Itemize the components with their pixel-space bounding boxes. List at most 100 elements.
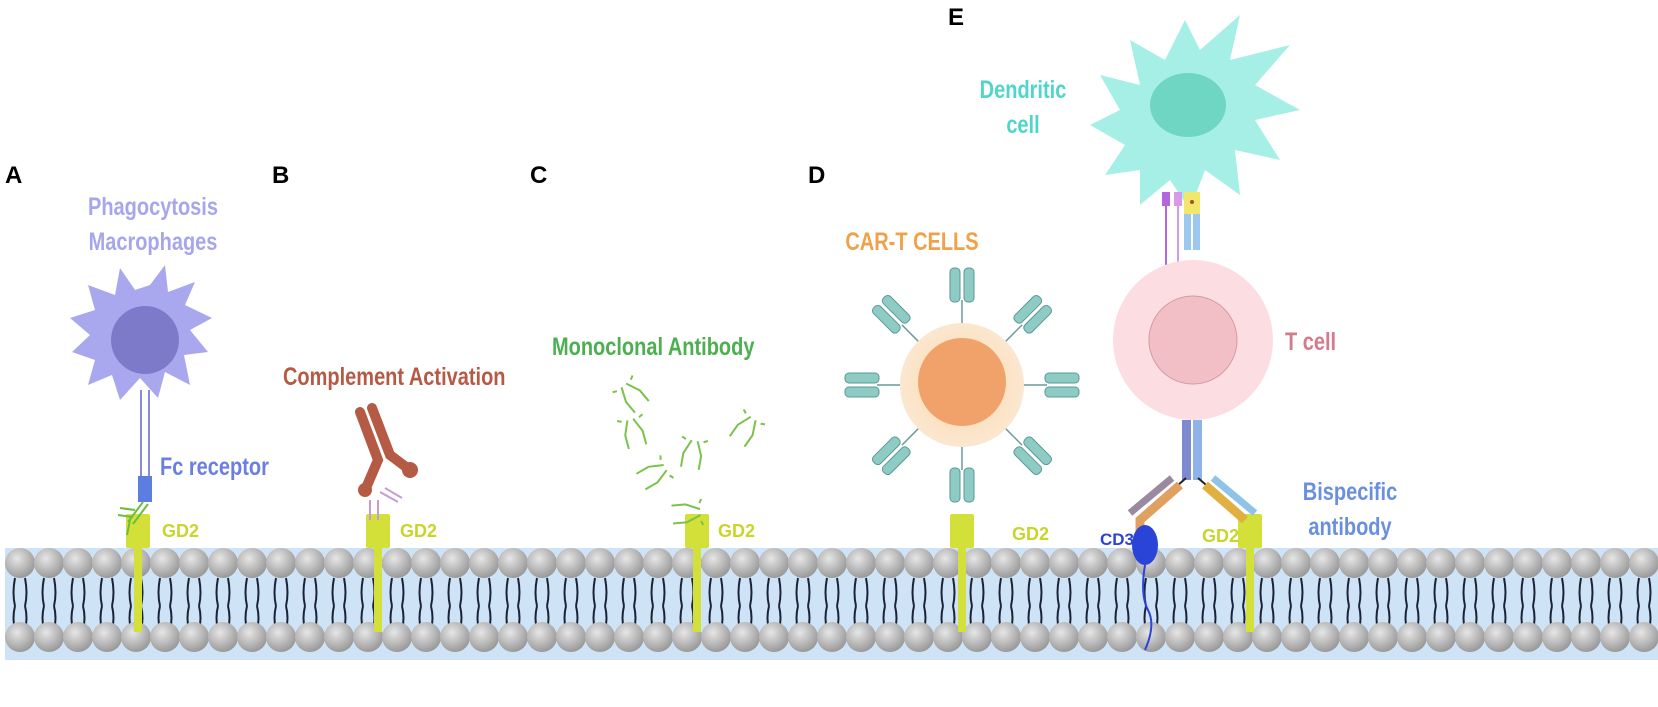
lipid-head (1165, 548, 1195, 578)
cd3-label: CD3 (1100, 530, 1134, 549)
lipid-head (1455, 622, 1485, 652)
lipid-head (1020, 622, 1050, 652)
lipid-tail (302, 577, 318, 631)
lipid-tail (1259, 577, 1275, 631)
lipid-head (1107, 622, 1137, 652)
panel-label-d: D (808, 162, 825, 189)
lipid-head (759, 622, 789, 652)
lipid-head (150, 622, 180, 652)
lipid-head (5, 548, 35, 578)
lipid-head (991, 548, 1021, 578)
car-receptor-icon (844, 372, 900, 398)
gd2-label: GD2 (400, 521, 437, 541)
lipid-tail (795, 577, 811, 631)
macrophages-label: Macrophages (89, 228, 218, 256)
lipid-head (1339, 548, 1369, 578)
lipid-head (1397, 548, 1427, 578)
lipid-tail (476, 577, 492, 631)
lipid-head (34, 548, 64, 578)
car-receptor-icon (1005, 294, 1053, 342)
lipid-head (266, 548, 296, 578)
monoclonal-antibody-label: Monoclonal Antibody (552, 333, 755, 361)
gd2-receptor-icon (366, 514, 390, 548)
dendritic-label-line2: cell (1006, 111, 1039, 139)
lipid-head (382, 622, 412, 652)
lipid-tail (1375, 577, 1391, 631)
gd2-stem (134, 540, 142, 632)
car-t-cell (844, 267, 1080, 503)
lipid-head (121, 622, 151, 652)
lipid-head (846, 548, 876, 578)
lipid-head (92, 622, 122, 652)
lipid-head (1252, 548, 1282, 578)
lipid-tail (1462, 577, 1478, 631)
lipid-head (962, 548, 992, 578)
lipid-tail (12, 577, 28, 631)
panel-label-c: C (530, 162, 547, 189)
antibody-icon (671, 498, 705, 526)
lipid-tail (273, 577, 289, 631)
lipid-head (730, 622, 760, 652)
lipid-head (295, 548, 325, 578)
lipid-tail (1346, 577, 1362, 631)
lipid-head (1629, 622, 1658, 652)
lipid-head (5, 622, 35, 652)
macrophage-nucleus (111, 306, 179, 374)
lipid-tail (853, 577, 869, 631)
lipid-tail (1114, 577, 1130, 631)
lipid-tail (157, 577, 173, 631)
cell-membrane (5, 548, 1658, 660)
lipid-tail (1607, 577, 1623, 631)
lipid-tail (505, 577, 521, 631)
lipid-head (904, 548, 934, 578)
t-cell (1113, 260, 1273, 480)
lipid-tail (215, 577, 231, 631)
lipid-head (527, 548, 557, 578)
gd2-label: GD2 (162, 521, 199, 541)
lipid-head (1455, 548, 1485, 578)
lipid-head (556, 622, 586, 652)
lipid-tail (389, 577, 405, 631)
lipid-tail (128, 577, 144, 631)
lipid-head (237, 622, 267, 652)
lipid-tail (1491, 577, 1507, 631)
lipid-tail (737, 577, 753, 631)
lipid-tail (766, 577, 782, 631)
lipid-head (1397, 622, 1427, 652)
lipid-head (962, 622, 992, 652)
lipid-head (701, 622, 731, 652)
lipid-head (208, 548, 238, 578)
gd2-receptor-icon (126, 514, 150, 548)
dendritic-nucleus (1150, 73, 1226, 137)
lipid-tail (824, 577, 840, 631)
car-receptor-icon (1024, 372, 1080, 398)
lipid-tail (1201, 577, 1217, 631)
lipid-head (63, 622, 93, 652)
antibody-icon (617, 413, 648, 450)
phagocytosis-label: Phagocytosis (88, 193, 218, 221)
lipid-tail (1288, 577, 1304, 631)
lipid-tail (969, 577, 985, 631)
lipid-head (469, 622, 499, 652)
lipid-head (1107, 548, 1137, 578)
t-cell-nucleus (1148, 295, 1238, 385)
lipid-tail (940, 577, 956, 631)
lipid-head (1020, 548, 1050, 578)
lipid-head (1368, 622, 1398, 652)
lipid-head (150, 548, 180, 578)
gd2-label: GD2 (718, 521, 755, 541)
lipid-head (1194, 622, 1224, 652)
bispecific-label-line1: Bispecific (1303, 478, 1397, 506)
gd2-stem (374, 540, 382, 632)
lipid-head (1339, 622, 1369, 652)
lipid-tail (447, 577, 463, 631)
lipid-tail (1520, 577, 1536, 631)
lipid-head (1165, 622, 1195, 652)
lipid-tail (70, 577, 86, 631)
lipid-tail (1433, 577, 1449, 631)
lipid-tail (998, 577, 1014, 631)
cd3-receptor (1132, 525, 1158, 651)
gd2-receptor-icon (950, 514, 974, 548)
